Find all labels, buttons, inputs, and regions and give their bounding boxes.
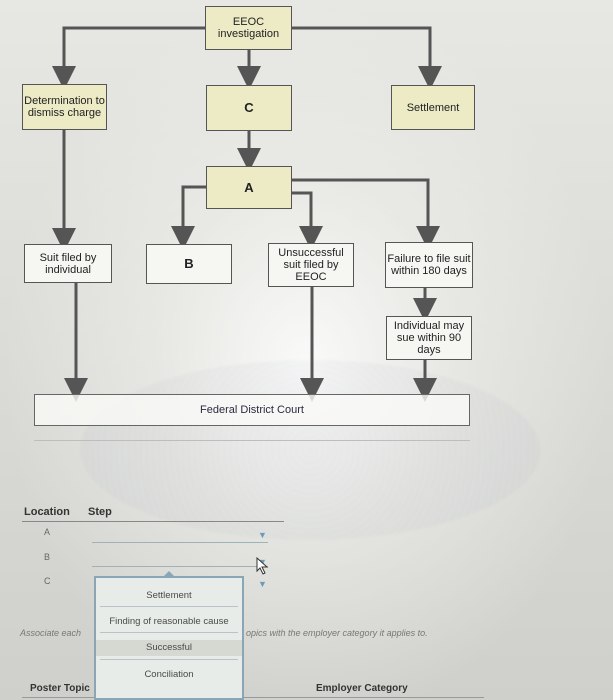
dropdown-option-settlement[interactable]: Settlement (146, 590, 192, 601)
determination-box: Determination to dismiss charge (22, 84, 107, 130)
employer-category-header: Employer Category (316, 683, 408, 694)
dropdown-pointer (163, 571, 175, 577)
dropdown-divider (100, 606, 238, 607)
c-box: C (206, 85, 292, 131)
poster-topic-header: Poster Topic (30, 683, 90, 694)
divider (34, 440, 470, 441)
step-select-b[interactable] (92, 566, 268, 567)
eeoc-investigation-label: EEOC investigation (217, 16, 280, 40)
suit-filed-box: Suit filed by individual (24, 244, 112, 283)
chevron-down-icon[interactable]: ▼ (258, 557, 267, 567)
row-label-a: A (44, 527, 51, 537)
unsuccessful-suit-label: Unsuccessful suit filed by EEOC (278, 247, 344, 283)
mouse-cursor-icon (256, 556, 270, 580)
arrow-a-to-failure (292, 178, 440, 250)
chevron-down-icon[interactable]: ▼ (258, 530, 267, 540)
federal-district-court-box: Federal District Court (34, 394, 470, 426)
unsuccessful-suit-box: Unsuccessful suit filed by EEOC (268, 243, 354, 287)
location-header: Location (24, 506, 70, 518)
table-header-underline (22, 521, 284, 522)
b-label: B (184, 256, 194, 271)
instruction-left: Associate each (20, 628, 82, 638)
settlement-label: Settlement (406, 101, 460, 114)
arrow-a-to-unsuccessful (292, 191, 323, 250)
federal-district-court-label: Federal District Court (200, 404, 304, 416)
step-dropdown-list[interactable]: Settlement Finding of reasonable cause S… (94, 571, 244, 700)
settlement-box: Settlement (391, 85, 475, 130)
eeoc-investigation-box: EEOC investigation (205, 6, 292, 50)
determination-label: Determination to dismiss charge (24, 95, 105, 119)
dropdown-option-reasonable-cause[interactable]: Finding of reasonable cause (109, 616, 229, 627)
bottom-underline (22, 697, 484, 698)
failure-to-file-box: Failure to file suit within 180 days (385, 242, 473, 288)
row-label-c: C (44, 576, 51, 586)
a-box: A (206, 166, 292, 209)
instruction-right: opics with the employer category it appl… (246, 628, 428, 638)
dropdown-divider (100, 659, 238, 660)
dropdown-divider (100, 632, 238, 633)
individual-may-sue-label: Individual may sue within 90 days (393, 320, 465, 356)
dropdown-option-conciliation[interactable]: Conciliation (144, 669, 194, 680)
b-box: B (146, 244, 232, 284)
chevron-down-icon[interactable]: ▼ (258, 579, 267, 589)
arrow-a-to-b (171, 185, 206, 250)
individual-may-sue-box: Individual may sue within 90 days (386, 316, 472, 360)
step-header: Step (88, 506, 112, 518)
c-label: C (244, 100, 254, 115)
failure-to-file-label: Failure to file suit within 180 days (387, 253, 471, 277)
arrow-eeoc-to-settlement (292, 26, 442, 90)
suit-filed-label: Suit filed by individual (39, 251, 97, 276)
a-label: A (244, 179, 254, 195)
dropdown-option-successful[interactable]: Successful (96, 640, 242, 656)
row-label-b: B (44, 552, 51, 562)
step-select-a[interactable] (92, 542, 268, 543)
arrow-eeoc-to-determination (52, 26, 205, 90)
